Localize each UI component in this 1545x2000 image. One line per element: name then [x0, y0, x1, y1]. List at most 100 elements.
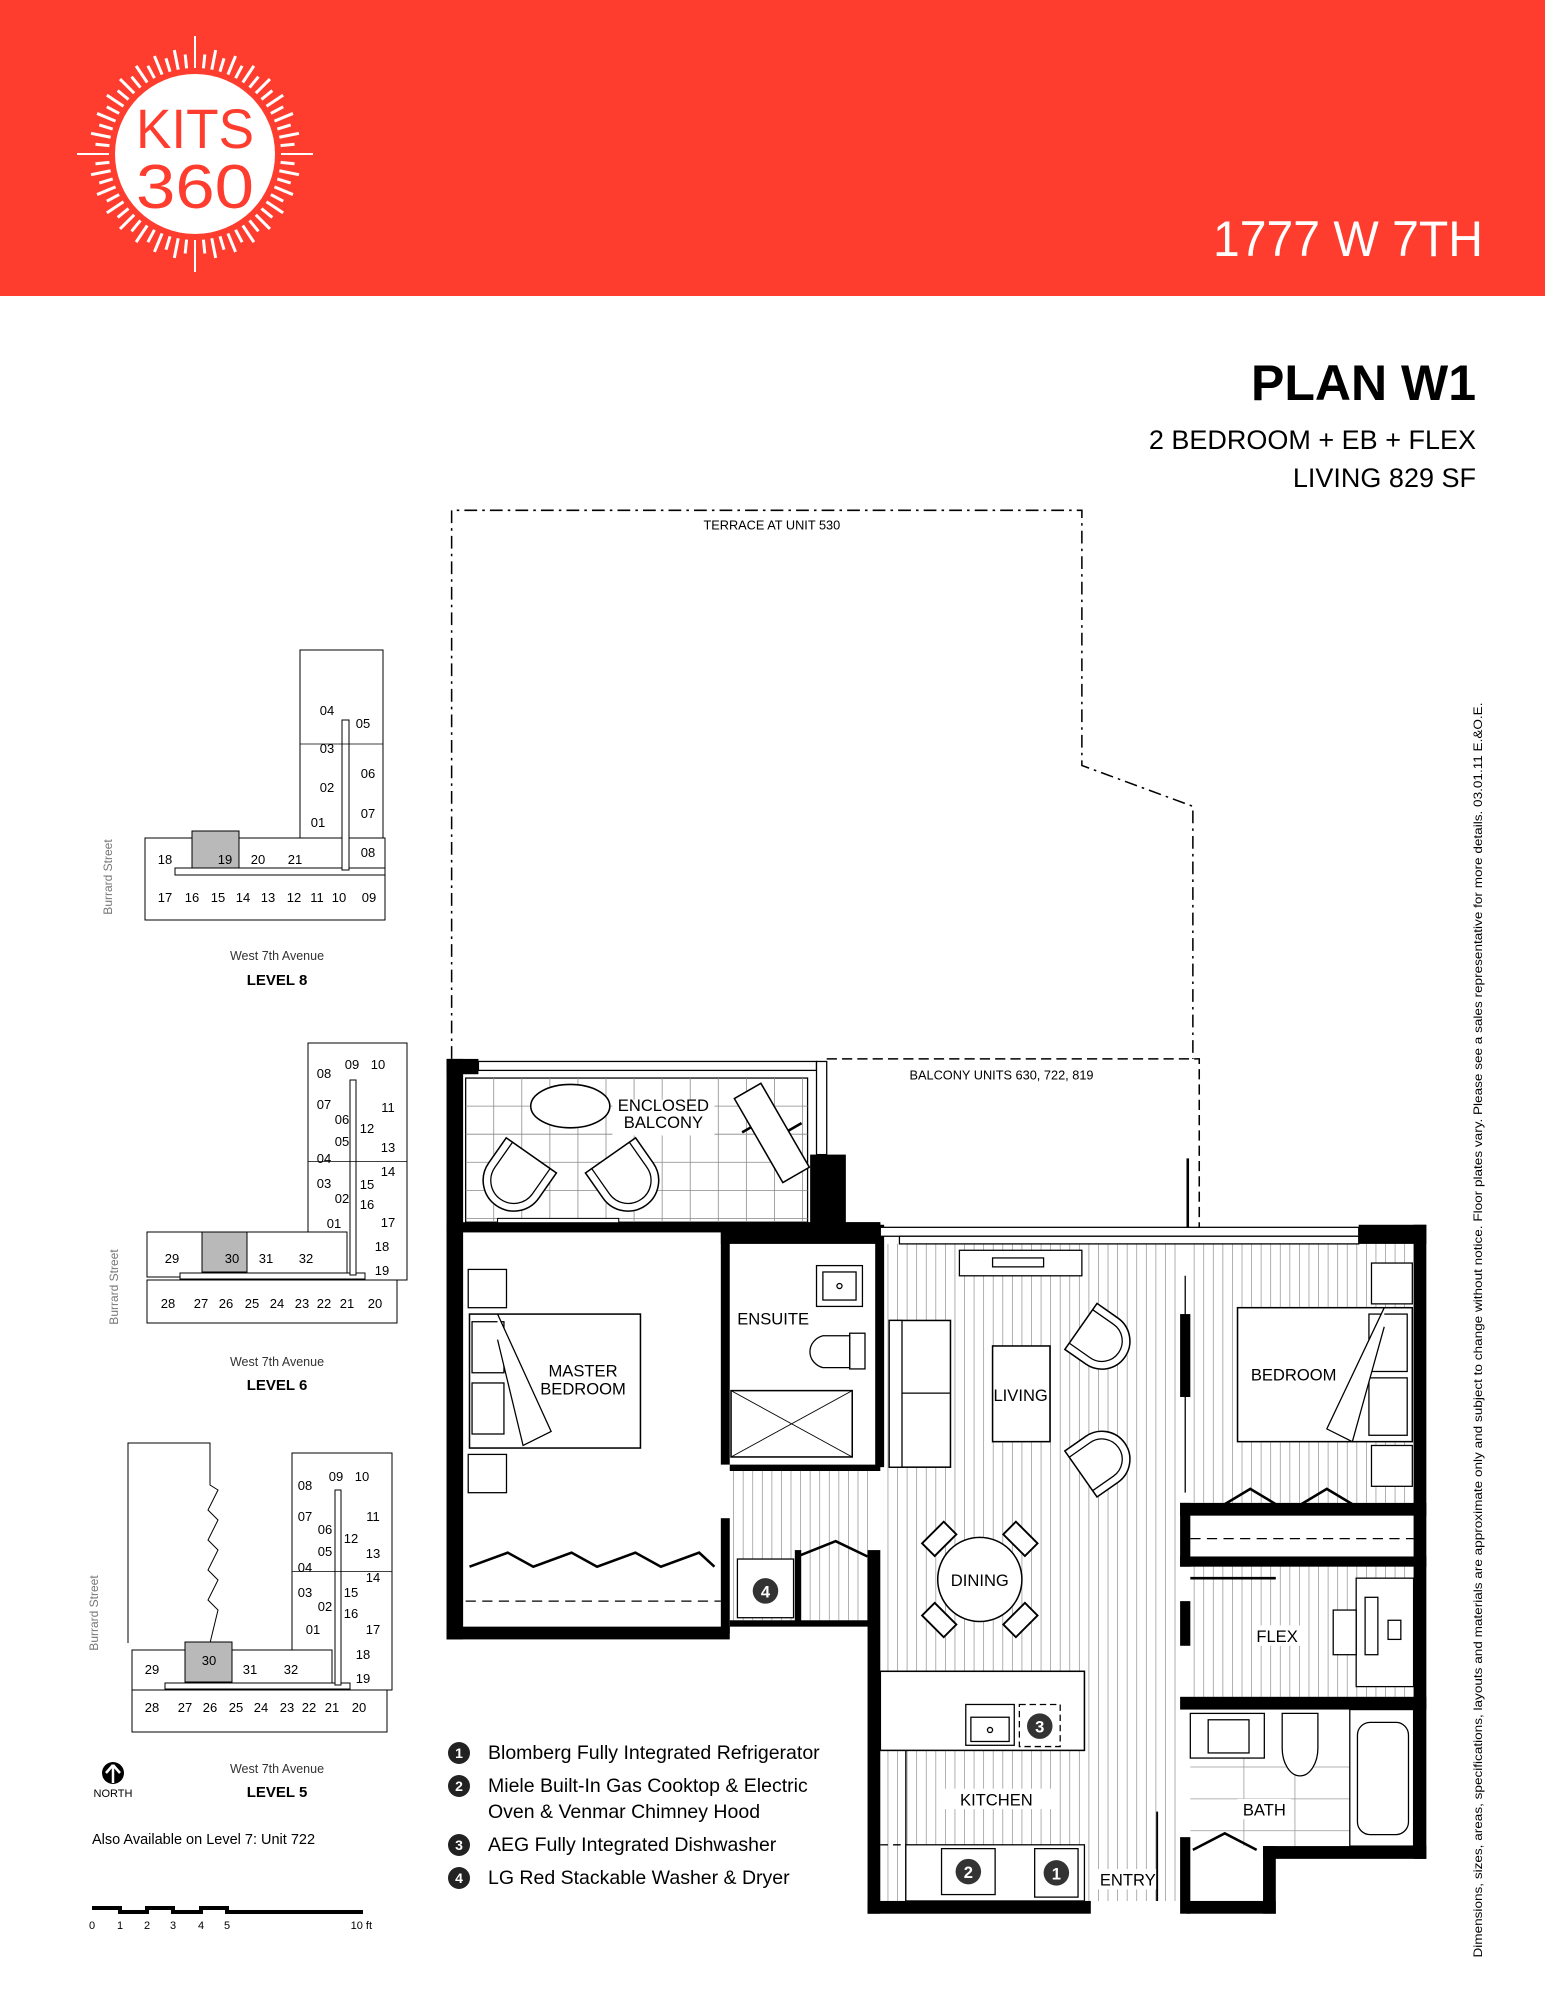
- unit-floor-plan: TERRACE AT UNIT 530 BALCONY UNITS 630, 7…: [446, 509, 1427, 1914]
- unit-number: 14: [381, 1164, 395, 1179]
- disclaimer: Dimensions, sizes, areas, specifications…: [1471, 703, 1485, 1958]
- room-label-enclosed-balcony: ENCLOSED: [618, 1096, 709, 1115]
- room-label-entry: ENTRY: [1100, 1871, 1156, 1890]
- unit-number: 06: [335, 1112, 349, 1127]
- ensuite: ENSUITE 4: [730, 1264, 869, 1619]
- unit-number: 15: [211, 890, 225, 905]
- sun-ray: [279, 131, 300, 139]
- unit-number: 05: [335, 1134, 349, 1149]
- level-label: LEVEL 6: [247, 1377, 308, 1394]
- unit-number: 17: [366, 1622, 380, 1637]
- unit-number: 11: [366, 1509, 380, 1524]
- sun-ray: [118, 77, 136, 95]
- sun-ray: [276, 177, 292, 185]
- sun-ray: [98, 123, 114, 131]
- unit-number: 02: [335, 1191, 349, 1206]
- balcony-table: [529, 1083, 611, 1129]
- unit-number: 06: [361, 766, 375, 781]
- sun-ray: [273, 185, 294, 196]
- legend-text: Oven & Venmar Chimney Hood: [488, 1801, 760, 1823]
- sun-ray: [218, 57, 226, 73]
- unit-number: 23: [295, 1296, 309, 1311]
- unit-number: 09: [362, 890, 376, 905]
- scale-end-label: 10 ft: [351, 1920, 372, 1932]
- sun-ray: [234, 65, 244, 79]
- front-street-label: West 7th Avenue: [230, 949, 324, 963]
- highlighted-unit: [191, 830, 240, 870]
- unit-number: 14: [236, 890, 250, 905]
- sun-ray: [116, 89, 130, 101]
- unit-number: 27: [178, 1700, 192, 1715]
- unit-number: 18: [375, 1239, 389, 1254]
- marker-4: 4: [761, 1582, 771, 1601]
- unit-number: 08: [298, 1478, 312, 1493]
- unit-number: 08: [361, 845, 375, 860]
- unit-number: 21: [325, 1700, 339, 1715]
- sun-ray: [164, 57, 172, 73]
- unit-number: 29: [165, 1251, 179, 1266]
- balcony-outline: [826, 1058, 1201, 1228]
- marker-2: 2: [964, 1863, 973, 1882]
- unit-number: 26: [203, 1700, 217, 1715]
- unit-number: 05: [318, 1544, 332, 1559]
- unit-number: 03: [320, 741, 334, 756]
- unit-number: 32: [299, 1251, 313, 1266]
- unit-number: 13: [366, 1546, 380, 1561]
- sun-ray: [172, 238, 180, 259]
- plan-title: PLAN W1: [1251, 355, 1476, 411]
- legend-number: 1: [455, 1745, 463, 1761]
- unit-number: 04: [317, 1151, 331, 1166]
- sun-ray: [201, 54, 207, 69]
- room-label-enclosed-balcony-2: BALCONY: [624, 1113, 703, 1132]
- legend-text: Miele Built-In Gas Cooktop & Electric: [488, 1775, 808, 1797]
- kits360-logo: KITS 360: [77, 36, 313, 272]
- plan-type: 2 BEDROOM + EB + FLEX: [1149, 425, 1476, 455]
- unit-number: 12: [344, 1531, 358, 1546]
- unit-number: 20: [251, 852, 265, 867]
- unit-number: 18: [158, 852, 172, 867]
- unit-number: 30: [202, 1653, 216, 1668]
- unit-number: 21: [340, 1296, 354, 1311]
- unit-number: 17: [381, 1215, 395, 1230]
- unit-number: 08: [317, 1066, 331, 1081]
- sun-ray: [254, 77, 272, 95]
- unit-number: 11: [381, 1100, 395, 1115]
- sun-ray: [210, 49, 218, 70]
- sun-ray: [130, 219, 142, 233]
- unit-number: 12: [360, 1121, 374, 1136]
- closet-bifold-doors: [469, 1551, 716, 1569]
- legend-number: 2: [455, 1778, 463, 1794]
- unit-number: 02: [320, 780, 334, 795]
- scale-tick-label: 3: [170, 1920, 176, 1932]
- unit-number: 01: [306, 1622, 320, 1637]
- unit-number: 20: [368, 1296, 382, 1311]
- sun-ray: [146, 229, 156, 243]
- sun-ray: [280, 142, 295, 148]
- sun-ray: [130, 75, 142, 89]
- dining-table: DINING: [920, 1520, 1039, 1639]
- unit-number: 07: [317, 1097, 331, 1112]
- scale-tick-label: 1: [117, 1920, 123, 1932]
- terrace-label: TERRACE AT UNIT 530: [703, 517, 840, 532]
- unit-number: 01: [327, 1216, 341, 1231]
- sun-ray: [96, 185, 117, 196]
- plan-area: LIVING 829 SF: [1293, 463, 1476, 493]
- walls: [446, 1058, 1427, 1914]
- availability-note: Also Available on Level 7: Unit 722: [92, 1832, 315, 1848]
- unit-number: 16: [344, 1606, 358, 1621]
- sun-ray: [226, 55, 237, 76]
- sun-ray: [172, 49, 180, 70]
- sun-ray: [106, 105, 120, 115]
- scale-tick-label: 5: [224, 1920, 230, 1932]
- legend-number: 3: [455, 1837, 463, 1853]
- number-badge-icon: [448, 1775, 470, 1797]
- marker-1: 1: [1052, 1864, 1061, 1883]
- sun-ray: [164, 235, 172, 251]
